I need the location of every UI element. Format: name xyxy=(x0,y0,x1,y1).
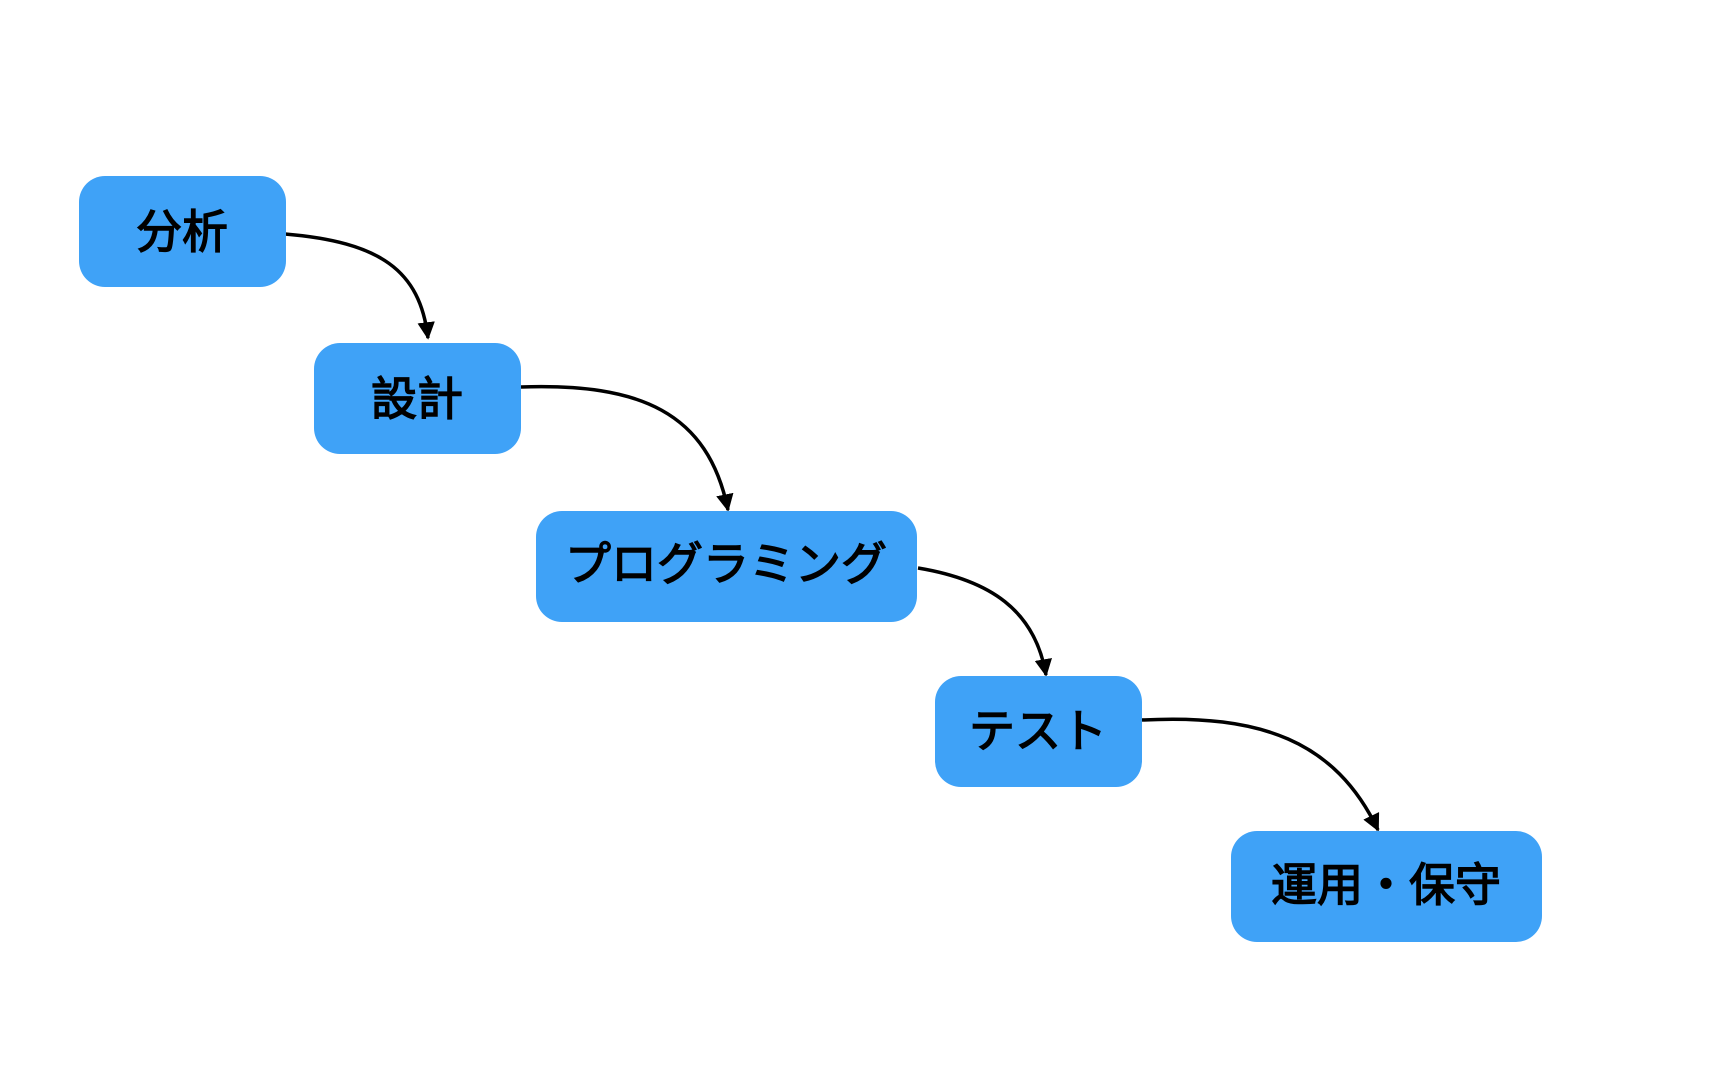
node-design-label: 設計 xyxy=(371,372,463,426)
node-analysis-label: 分析 xyxy=(136,205,228,259)
node-design-box xyxy=(314,343,521,454)
node-programming: プログラミング xyxy=(536,511,917,622)
node-programming-box xyxy=(536,511,917,622)
node-analysis-box xyxy=(79,176,286,287)
node-design: 設計 xyxy=(314,343,521,454)
node-test: テスト xyxy=(935,676,1142,787)
edge-design-to-programming xyxy=(520,384,734,512)
edge-programming-to-test xyxy=(917,566,1052,677)
node-test-label: テスト xyxy=(969,704,1107,758)
edge-analysis-to-design xyxy=(284,232,435,340)
node-operation-box xyxy=(1231,831,1542,942)
node-programming-label: プログラミング xyxy=(565,537,887,591)
node-operation: 運用・保守 xyxy=(1231,831,1542,942)
node-test-box xyxy=(935,676,1142,787)
node-analysis: 分析 xyxy=(79,176,286,287)
node-operation-label: 運用・保守 xyxy=(1271,858,1501,912)
edge-test-to-operation xyxy=(1141,717,1380,832)
